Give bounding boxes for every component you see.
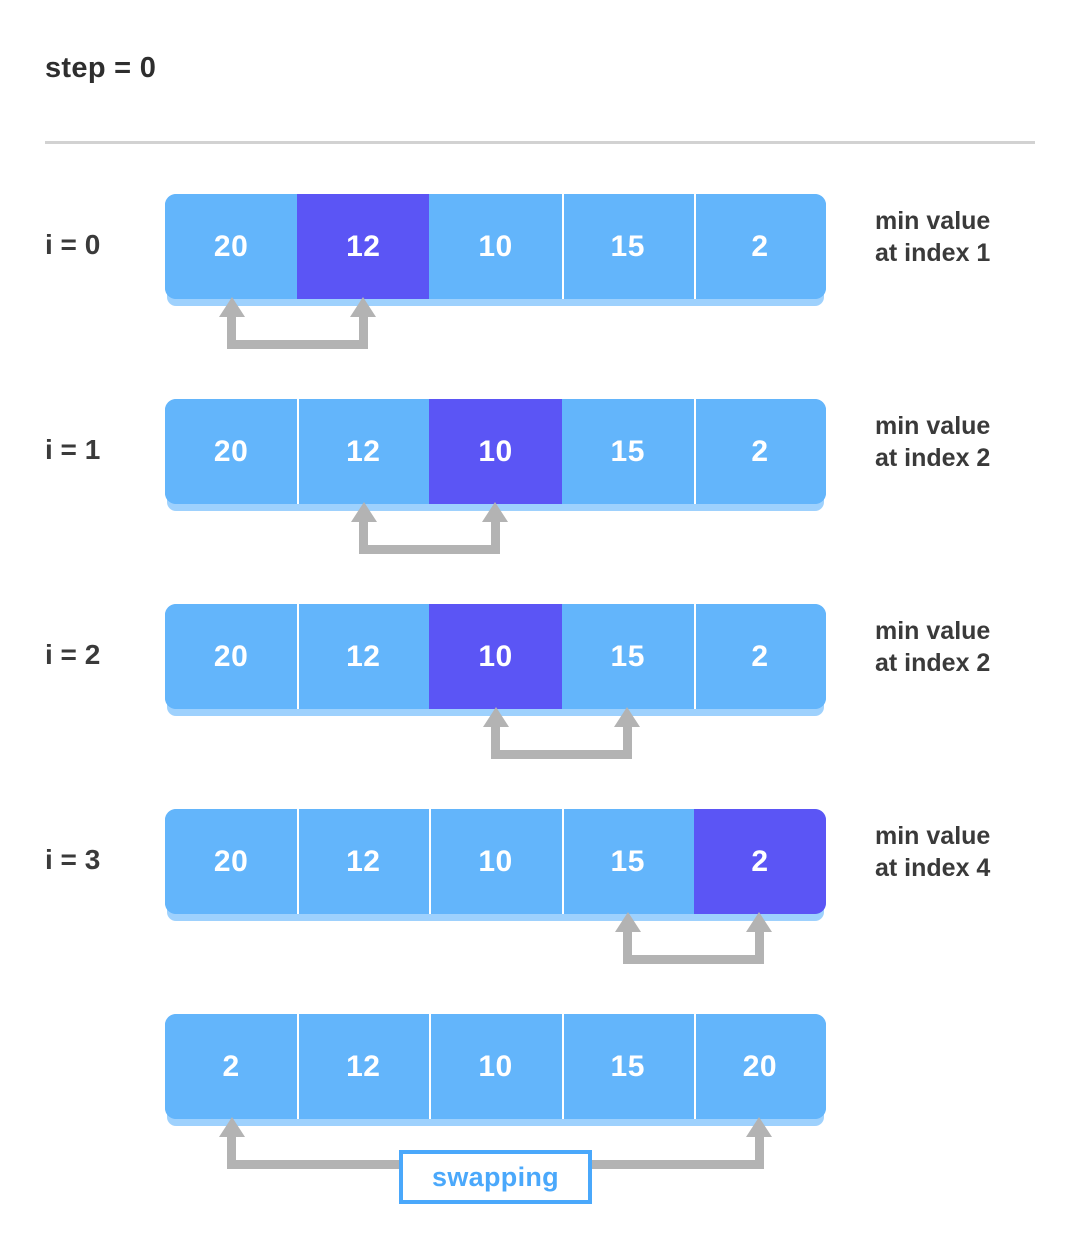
- connector-stem-left: [226, 1133, 236, 1169]
- row-note: min value at index 1: [875, 207, 991, 267]
- array-cell[interactable]: 15: [561, 194, 694, 299]
- step-label: step = 0: [45, 52, 157, 84]
- row-index-label: i = 3: [45, 843, 101, 875]
- arrowhead-right-icon: [349, 297, 376, 317]
- connector-stem-left: [358, 518, 368, 554]
- array-cell-highlighted[interactable]: 2: [693, 809, 826, 914]
- array-cell[interactable]: 15: [561, 809, 694, 914]
- row-note: min value at index 2: [875, 412, 991, 472]
- array-cell[interactable]: 12: [297, 604, 430, 709]
- connector-stem-left: [623, 928, 633, 964]
- row-index-label: i = 1: [45, 433, 101, 465]
- array-cell[interactable]: 2: [693, 194, 826, 299]
- arrowhead-left-icon: [350, 502, 377, 522]
- array-cell[interactable]: 20: [165, 809, 298, 914]
- array-cell[interactable]: 2: [693, 399, 826, 504]
- array-cell[interactable]: 10: [429, 1014, 562, 1119]
- row-index-label: i = 0: [45, 228, 101, 260]
- array-cell[interactable]: 15: [561, 1014, 694, 1119]
- swapping-badge: swapping: [399, 1150, 592, 1204]
- row-note: min value at index 4: [875, 822, 991, 882]
- array-cell[interactable]: 20: [165, 194, 298, 299]
- arrowhead-right-icon: [746, 912, 773, 932]
- arrowhead-left-icon: [615, 912, 642, 932]
- array-cell[interactable]: 12: [297, 1014, 430, 1119]
- connector-bar: [491, 750, 633, 759]
- connector-bar: [623, 955, 765, 964]
- arrowhead-right-icon: [746, 1117, 773, 1137]
- array-cell[interactable]: 12: [297, 399, 430, 504]
- array-cell[interactable]: 12: [297, 809, 430, 914]
- connector-bar: [358, 545, 500, 554]
- connector-stem-right: [623, 723, 633, 759]
- array-cell[interactable]: 20: [165, 399, 298, 504]
- arrowhead-left-icon: [483, 707, 509, 727]
- connector-bar: [226, 340, 368, 349]
- swap-connector-arrow: [483, 707, 641, 767]
- array-cell[interactable]: 10: [429, 809, 562, 914]
- array-cell[interactable]: 2: [165, 1014, 298, 1119]
- connector-stem-right: [755, 1133, 765, 1169]
- array-cell[interactable]: 15: [561, 399, 694, 504]
- array-cell-highlighted[interactable]: 12: [297, 194, 430, 299]
- array-cell[interactable]: 20: [165, 604, 298, 709]
- swap-connector-arrow: [350, 502, 508, 562]
- row-note: min value at index 2: [875, 617, 991, 677]
- arrowhead-left-icon: [218, 297, 245, 317]
- arrowhead-right-icon: [614, 707, 641, 727]
- array-cell[interactable]: 10: [429, 194, 562, 299]
- header-divider: [45, 141, 1035, 144]
- row-index-label: i = 2: [45, 638, 101, 670]
- connector-stem-right: [358, 313, 368, 349]
- connector-stem-right: [755, 928, 765, 964]
- swap-connector-arrow: [615, 912, 773, 972]
- connector-stem-left: [226, 313, 236, 349]
- connector-stem-left: [491, 723, 500, 759]
- swap-connector-arrow: [218, 297, 376, 357]
- array-cell-highlighted[interactable]: 10: [429, 399, 562, 504]
- arrowhead-right-icon: [481, 502, 508, 522]
- arrowhead-left-icon: [218, 1117, 245, 1137]
- array-cell[interactable]: 20: [693, 1014, 826, 1119]
- array-cell-highlighted[interactable]: 10: [429, 604, 562, 709]
- array-cell[interactable]: 15: [561, 604, 694, 709]
- connector-stem-right: [490, 518, 500, 554]
- array-cell[interactable]: 2: [693, 604, 826, 709]
